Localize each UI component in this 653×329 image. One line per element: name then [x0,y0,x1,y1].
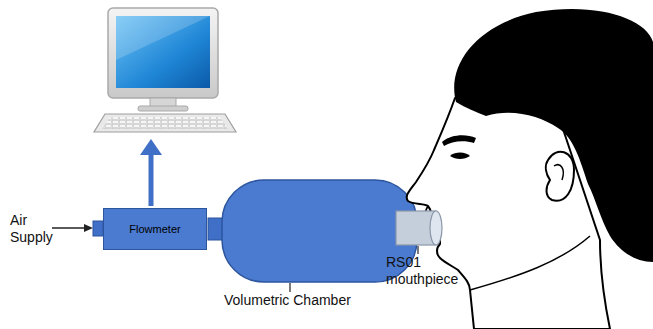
air-supply-arrow [52,224,93,232]
computer-icon [94,8,236,132]
mouthpiece [396,211,442,245]
inlet-port [93,221,103,236]
air-supply-label: Air Supply [10,212,56,246]
mouthpiece-label: RS01 mouthpiece [386,254,450,288]
leader-line [289,283,290,292]
chamber-label: Volumetric Chamber [224,292,384,309]
leader-line [417,246,418,254]
flowmeter-box: Flowmeter [103,208,207,250]
data-arrow [140,139,162,206]
node-label: Flowmeter [129,223,180,235]
